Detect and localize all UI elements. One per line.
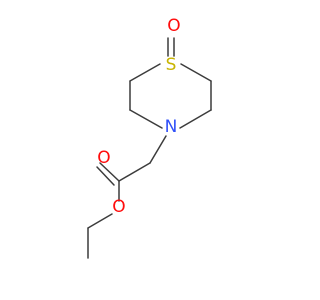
- bond-c-o-double-2: [96, 166, 115, 186]
- atom-sulfur: S: [166, 55, 177, 75]
- bond-ch2-carbonyl-c: [118, 162, 151, 182]
- atom-sulfoxide-oxygen: O: [167, 16, 180, 36]
- atom-labels: O S N O O: [97, 16, 180, 217]
- bond-n-ch2: [149, 135, 167, 164]
- bond-o-ch2-ethyl: [87, 213, 113, 229]
- atom-nitrogen: N: [165, 117, 178, 137]
- bond-c-o-double-1: [99, 162, 120, 182]
- bond-c-s-right: [180, 63, 212, 82]
- bonds: [87, 37, 212, 259]
- bond-c-n-left: [129, 109, 163, 129]
- bond-n-c-right: [179, 109, 212, 129]
- atom-ester-oxygen: O: [112, 197, 125, 217]
- molecule-structure-diagram: O S N O O: [87, 16, 212, 259]
- atom-carbonyl-oxygen: O: [97, 148, 110, 168]
- bond-s-c-left: [129, 63, 161, 82]
